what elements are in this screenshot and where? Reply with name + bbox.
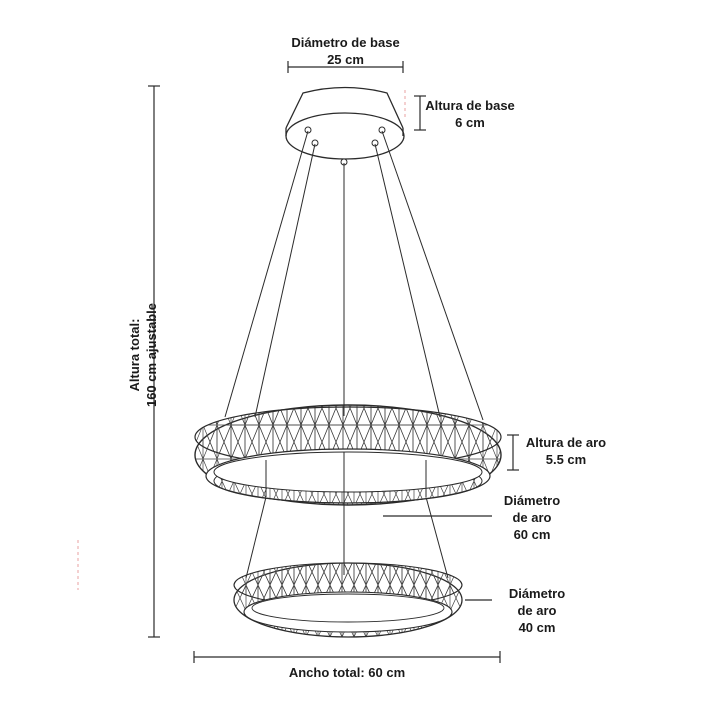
small-ring-diameter-label: Diámetro de aro 40 cm [508,586,566,635]
dimension-lines [148,61,519,663]
ring-height-label: Altura de aro 5.5 cm [525,435,607,467]
total-width-label: Ancho total: 60 cm [288,665,406,680]
base-height-label: Altura de base 6 cm [425,98,515,130]
accent-dashes [77,90,406,590]
small-ring [233,562,463,638]
total-height-label: Altura total: 160 cm ajustable [127,302,159,408]
large-ring [194,404,502,506]
canopy [285,86,405,166]
large-ring-diameter-label: Diámetro de aro 60 cm [503,493,561,542]
suspension-cables [224,130,484,579]
base-diameter-label: Diámetro de base 25 cm [291,35,400,67]
